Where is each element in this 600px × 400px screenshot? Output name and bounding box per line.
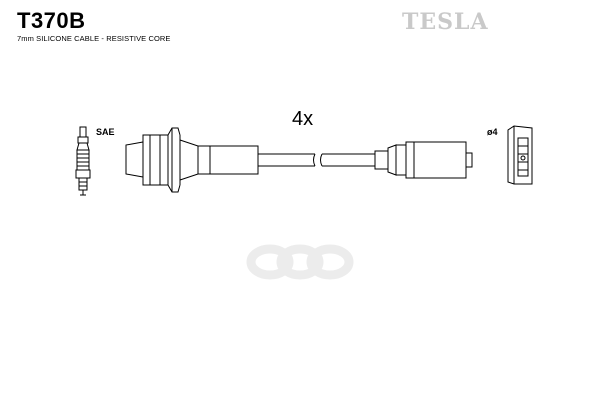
cable-icon [258,153,375,167]
brand-logo: TESLA [402,9,489,35]
quantity-label: 4x [292,108,314,130]
terminal-icon [507,125,533,185]
plug-end-label: SAE [96,127,115,137]
coil-boot-icon [374,141,473,179]
plug-boot-icon [125,127,259,193]
spark-plug-icon [75,126,91,196]
coil-end-label: ø4 [487,127,498,137]
cable-description: 7mm SILICONE CABLE - RESISTIVE CORE [17,34,171,43]
part-number-title: T370B [17,8,86,33]
